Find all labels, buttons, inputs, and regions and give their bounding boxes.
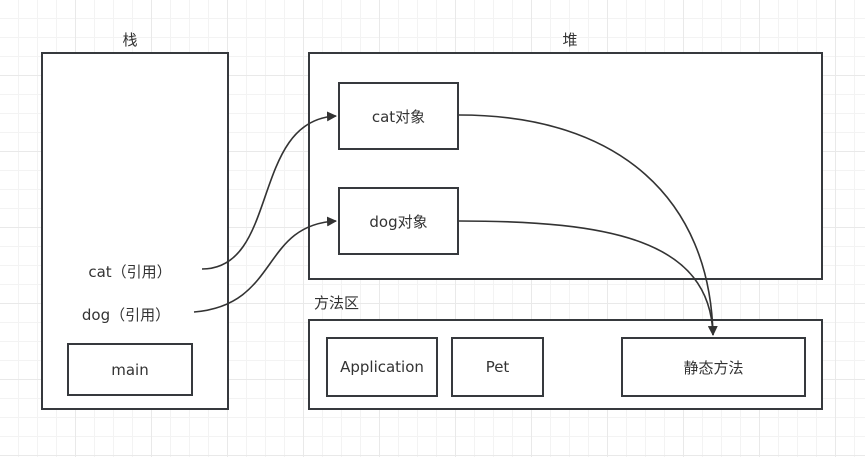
application-class-node[interactable]: Application	[326, 337, 438, 397]
dog-object-node[interactable]: dog对象	[338, 187, 459, 255]
dog-object-label: dog对象	[369, 212, 428, 231]
heap-title: 堆	[562, 31, 578, 49]
cat-reference-label: cat（引用）	[88, 263, 172, 281]
stack-title: 栈	[122, 31, 138, 49]
static-method-node[interactable]: 静态方法	[621, 337, 806, 397]
pet-class-node[interactable]: Pet	[451, 337, 544, 397]
main-frame-node[interactable]: main	[67, 343, 193, 396]
application-class-label: Application	[340, 358, 424, 376]
dog-reference-label: dog（引用）	[81, 306, 171, 324]
method-area-title: 方法区	[314, 294, 360, 312]
static-method-label: 静态方法	[683, 358, 744, 377]
cat-object-label: cat对象	[371, 107, 426, 126]
main-frame-label: main	[111, 360, 149, 379]
cat-object-node[interactable]: cat对象	[338, 82, 459, 150]
pet-class-label: Pet	[485, 358, 510, 376]
